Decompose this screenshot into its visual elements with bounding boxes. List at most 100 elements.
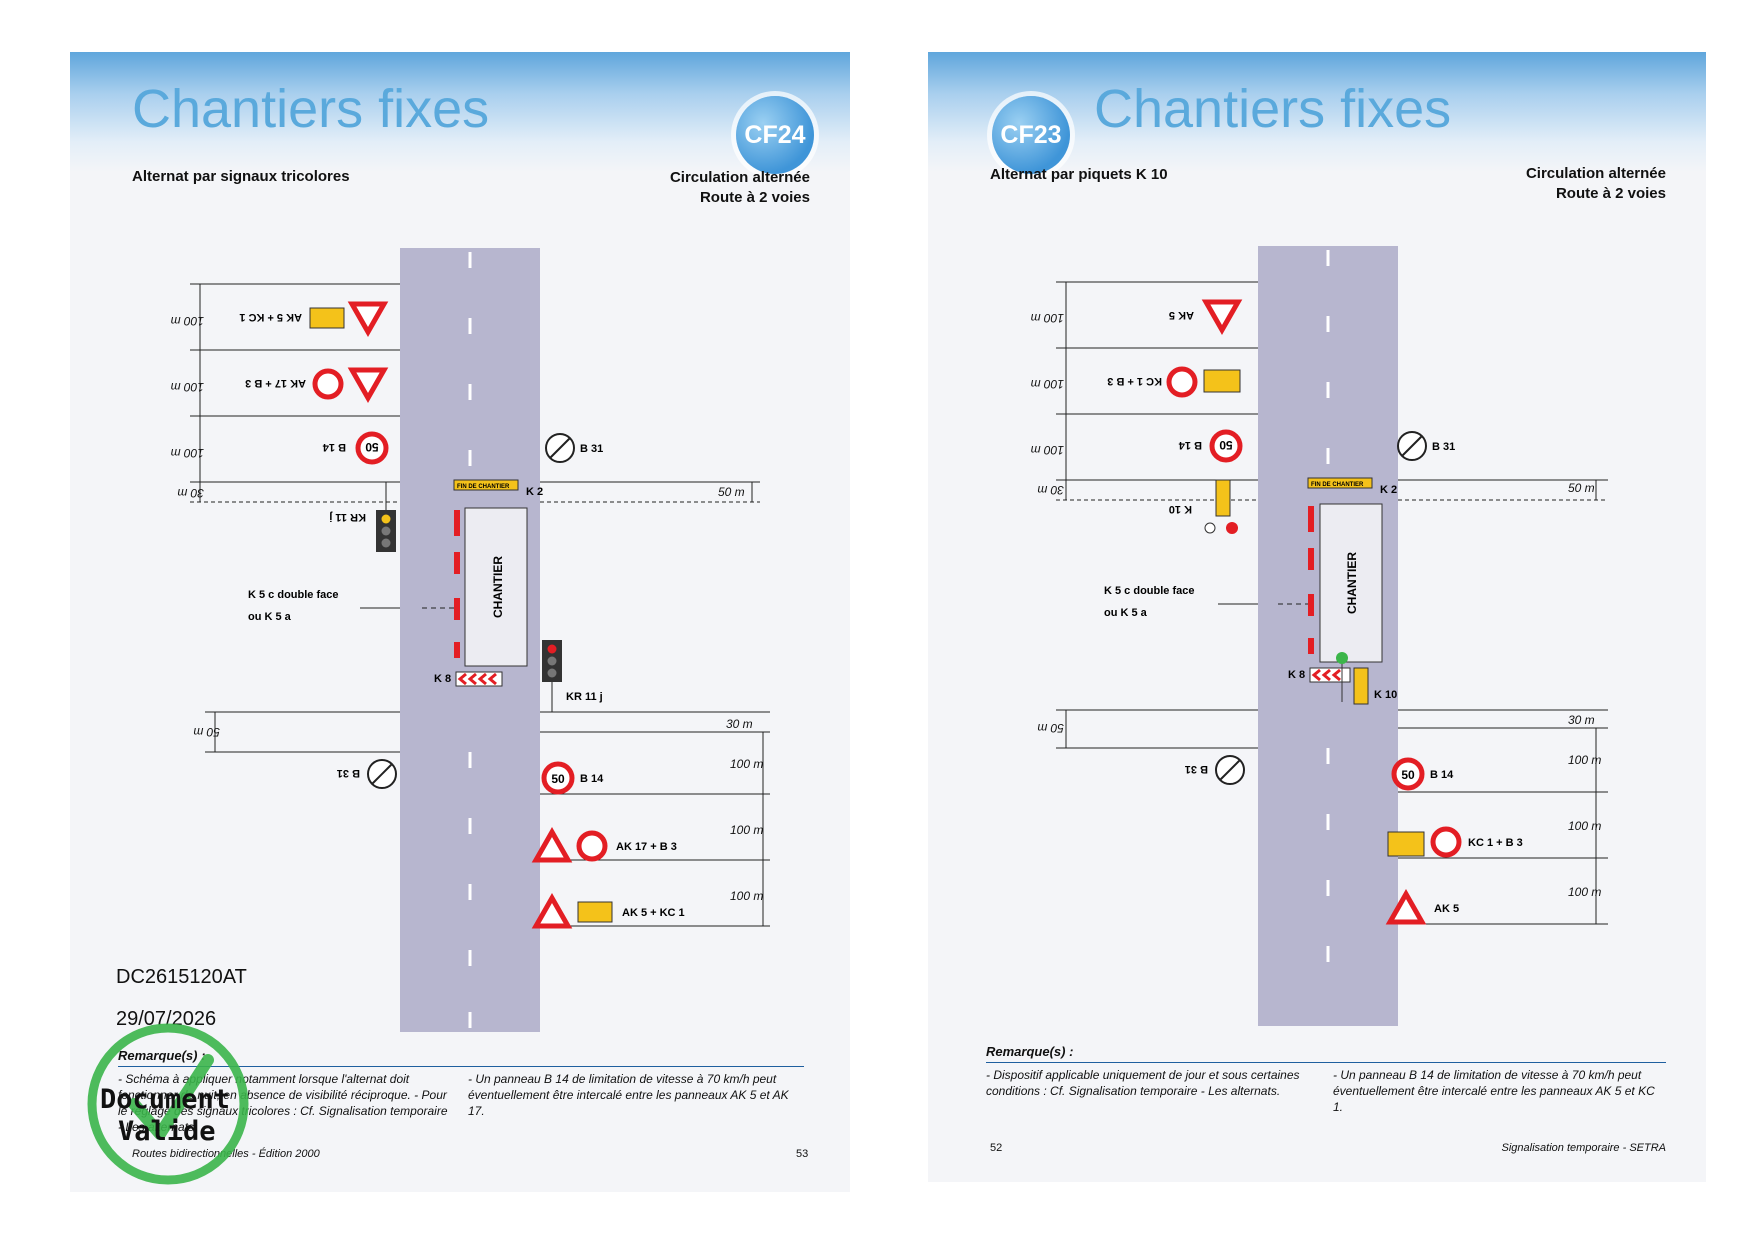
ak17-sign-icon [347, 367, 389, 404]
remarks-title: Remarque(s) : [986, 1044, 1666, 1063]
top-sign-group-ak5-kc1: AK 5 + KC 1 [239, 301, 389, 338]
header-right-line2: Route à 2 voies [1555, 185, 1666, 202]
top-flagger-k10: K 10 [1169, 479, 1238, 534]
page-number: 52 [990, 1142, 1003, 1154]
sign-label: K 10 [1169, 503, 1192, 515]
distance-label: 30 m [1037, 483, 1064, 497]
speed-value: 50 [551, 772, 565, 786]
sign-label: K 8 [434, 673, 451, 685]
header-right-line1: Circulation alternée [1525, 165, 1666, 182]
sign-label: AK 17 + B 3 [245, 377, 306, 389]
sign-label: KC 1 + B 3 [1107, 375, 1162, 387]
bottom-sign-group-kc1-b3: KC 1 + B 3 [1387, 826, 1523, 858]
ak5-sign-icon [1385, 888, 1427, 925]
distance-label: 100 m [171, 380, 204, 394]
validation-date: 29/07/2026 [116, 1008, 217, 1030]
remarks-title: Remarque(s) : [118, 1048, 804, 1067]
sign-label: K 5 c double face [1104, 585, 1194, 597]
stamp-word-valide: Valide [118, 1116, 216, 1147]
b31-bottom: B 31 [1185, 755, 1245, 785]
b14-sign-icon [541, 761, 575, 795]
top-sign-group-ak5: AK 5 [1169, 299, 1243, 336]
bottom-sign-group-b14: 50 B 14 [1391, 757, 1454, 791]
sign-label: K 10 [1374, 689, 1397, 701]
bottom-traffic-light: KR 11 j [542, 640, 603, 712]
distance-label: 50 m [1037, 721, 1064, 735]
page-cf23: CF23 Chantiers fixes Alternat par piquet… [928, 52, 1706, 1182]
worksite-area [1319, 503, 1383, 663]
distance-label: 30 m [177, 486, 204, 500]
ak17-sign-icon [531, 826, 573, 863]
kc1-sign-icon [1203, 369, 1241, 393]
distance-label: 100 m [1568, 885, 1601, 899]
b3-sign-icon [576, 830, 608, 862]
sign-label: K 5 c double face [248, 589, 338, 601]
distance-label: 50 m [193, 725, 220, 739]
distance-label: 100 m [1031, 443, 1064, 457]
sign-label: KR 11 j [329, 511, 366, 523]
left-reference-lines [190, 283, 400, 753]
sign-label: AK 5 [1434, 903, 1459, 915]
remarks-block: Remarque(s) : - Dispositif applicable un… [986, 1044, 1666, 1115]
distance-label: 100 m [1568, 819, 1601, 833]
signage-diagram: 100 m 100 m 100 m 30 m 50 m 50 m 30 m 10… [1031, 246, 1608, 1026]
sign-label: AK 5 + KC 1 [622, 907, 685, 919]
distance-label: 100 m [1031, 311, 1064, 325]
distance-label: 100 m [171, 314, 204, 328]
header-right: Circulation alternée Route à 2 voies [670, 168, 810, 208]
signage-diagram: 100 m 100 m 100 m 30 m 50 m 50 m 30 m 10… [171, 248, 770, 1032]
k2-sign-icon [453, 479, 519, 491]
flagger-icon [1215, 479, 1231, 517]
worksite-area [464, 507, 528, 667]
page-subtitle: Alternat par piquets K 10 [990, 166, 1168, 183]
ak5-sign-icon [1201, 299, 1243, 336]
b14-sign-icon [1391, 757, 1425, 791]
kc1-sign-icon [309, 307, 345, 329]
kc1-sign-icon [577, 901, 613, 923]
flagger-icon [1353, 667, 1369, 705]
b3-sign-icon [312, 368, 344, 400]
page-subtitle: Alternat par signaux tricolores [132, 168, 350, 185]
b3-sign-icon [1430, 826, 1462, 858]
b14-sign-icon [355, 431, 389, 465]
ak5-sign-icon [531, 892, 573, 929]
sign-label: AK 5 [1169, 309, 1194, 321]
top-sign-group-ak17-b3: AK 17 + B 3 [245, 367, 389, 404]
remarks-block: Remarque(s) : - Schéma à appliquer notam… [118, 1048, 804, 1135]
footer-text: Signalisation temporaire - SETRA [1501, 1142, 1666, 1154]
right-reference-lines [1398, 479, 1608, 925]
header-right: Circulation alternée Route à 2 voies [1526, 164, 1666, 204]
worksite-label: CHANTIER [1345, 552, 1359, 614]
bottom-flagger-k10: K 10 [1336, 652, 1397, 705]
b31-bottom: B 31 [337, 759, 397, 789]
remarks-col2: - Un panneau B 14 de limitation de vites… [468, 1072, 789, 1118]
stamp-word-document: Document [100, 1084, 231, 1115]
sign-label: ou K 5 a [1104, 607, 1148, 619]
header-right-line2: Route à 2 voies [699, 189, 810, 206]
sign-label: B 14 [322, 441, 346, 453]
go-paddle-icon [1336, 652, 1348, 664]
valid-stamp: Document Valide [84, 1020, 252, 1188]
distance-label: 100 m [730, 757, 763, 771]
sign-label: AK 17 + B 3 [616, 841, 677, 853]
top-sign-group-kc1-b3: KC 1 + B 3 [1107, 366, 1241, 398]
b31-top: B 31 [545, 433, 603, 463]
k5-cones [454, 510, 460, 658]
top-sign-group-b14: 50 B 14 [322, 431, 389, 465]
sign-label: B 14 [1178, 439, 1202, 451]
distance-label: 50 m [1568, 481, 1595, 495]
page-title: Chantiers fixes [132, 79, 490, 139]
page-title: Chantiers fixes [1094, 79, 1452, 139]
k5-cones [1308, 506, 1314, 654]
sign-label: B 31 [1185, 763, 1208, 775]
sign-label: KR 11 j [566, 691, 603, 703]
distance-label: 100 m [1568, 753, 1601, 767]
k2-sign-icon [1307, 477, 1373, 489]
distance-label: 50 m [718, 485, 745, 499]
page-badge: CF24 [736, 96, 814, 174]
sign-label: K 2 [526, 486, 543, 498]
remarks-col1: - Dispositif applicable uniquement de jo… [986, 1068, 1300, 1098]
bottom-sign-group-ak5-kc1: AK 5 + KC 1 [531, 892, 685, 929]
kc1-sign-icon [1387, 831, 1425, 857]
sign-label: K 8 [1288, 669, 1305, 681]
